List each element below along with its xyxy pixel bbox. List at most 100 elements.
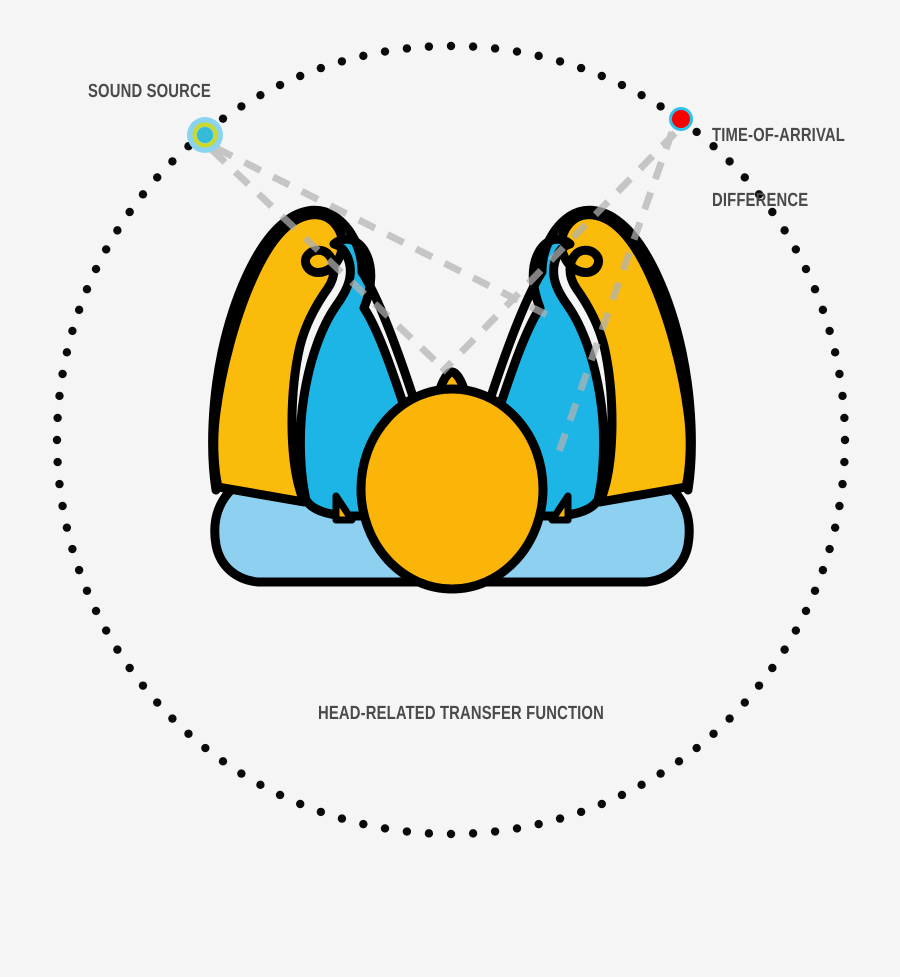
circle-dot xyxy=(82,586,92,595)
circle-dot xyxy=(555,57,565,66)
head-shape xyxy=(356,384,548,594)
circle-dot xyxy=(380,824,390,833)
circle-dot xyxy=(692,127,701,137)
circle-dot xyxy=(490,44,500,53)
circle-dot xyxy=(296,799,305,809)
circle-dot xyxy=(617,80,627,90)
circle-dot xyxy=(53,457,62,467)
circle-dot xyxy=(446,829,456,839)
circle-dot xyxy=(830,523,840,532)
circle-dot xyxy=(55,479,64,489)
circle-dot xyxy=(534,819,543,829)
circle-dot xyxy=(446,41,456,51)
time-of-arrival-marker[interactable] xyxy=(669,107,693,131)
circle-dot xyxy=(91,264,101,274)
circle-dot xyxy=(82,285,92,294)
sound-source-ring xyxy=(192,122,218,148)
circle-dot xyxy=(138,190,148,199)
circle-dot xyxy=(810,586,820,595)
circle-dot xyxy=(617,790,627,800)
circle-dot xyxy=(838,479,847,489)
left-ear-outer xyxy=(209,210,347,507)
circle-dot xyxy=(840,435,850,445)
circle-dot xyxy=(801,606,811,616)
propagation-circle xyxy=(52,41,850,839)
circle-dot xyxy=(754,681,764,690)
circle-dot xyxy=(101,626,111,635)
circle-dot xyxy=(825,326,834,336)
circle-dot xyxy=(754,190,764,199)
circle-dot xyxy=(791,245,801,254)
circle-dot xyxy=(113,226,122,235)
circle-dot xyxy=(402,44,412,53)
circle-dot xyxy=(275,790,285,800)
circle-dot xyxy=(424,829,434,838)
sound-source-inner-dot xyxy=(197,127,213,143)
hrtf-caption: HEAD-RELATED TRANSFER FUNCTION xyxy=(318,703,604,724)
circle-dot xyxy=(709,729,718,738)
listener-figure xyxy=(208,205,696,594)
circle-dot xyxy=(801,264,811,274)
circle-dot xyxy=(512,47,522,56)
circle-dot xyxy=(275,80,285,90)
circle-dot xyxy=(709,142,718,151)
right-neck-notch xyxy=(548,492,572,524)
circle-dot xyxy=(490,827,500,836)
circle-dot xyxy=(468,42,478,51)
circle-dot xyxy=(125,207,134,217)
circle-dot xyxy=(184,729,193,738)
circle-dot xyxy=(101,245,111,254)
circle-dot xyxy=(656,102,665,111)
circle-dot xyxy=(74,565,84,575)
circle-dot xyxy=(840,413,849,423)
left-neck-notch xyxy=(332,492,356,524)
circle-dot xyxy=(740,698,749,707)
toa-inner-dot xyxy=(672,110,690,128)
circle-dot xyxy=(424,42,434,51)
sound-ray-paths xyxy=(209,130,678,462)
circle-dot xyxy=(168,714,177,723)
circle-dot xyxy=(838,391,847,401)
circle-dot xyxy=(74,305,84,315)
circle-dot xyxy=(256,780,265,790)
circle-dot xyxy=(296,71,305,81)
circle-dot xyxy=(138,681,148,690)
circle-dot xyxy=(125,663,134,673)
circle-dot xyxy=(637,90,646,100)
circle-dot xyxy=(53,413,62,423)
sound-source-label: SOUND SOURCE xyxy=(88,81,211,102)
circle-dot xyxy=(58,369,67,379)
ray-toad-to-left-ear xyxy=(439,130,678,375)
circle-dot xyxy=(840,457,849,467)
circle-dot xyxy=(337,57,347,66)
circle-dot xyxy=(692,743,701,753)
circle-dot xyxy=(237,102,246,111)
circle-dot xyxy=(810,285,820,294)
sound-source-marker[interactable] xyxy=(187,117,223,153)
circle-dot xyxy=(468,829,478,838)
circle-dot xyxy=(52,435,62,445)
circle-dot xyxy=(113,645,122,654)
circle-dot xyxy=(359,51,368,61)
circle-dot xyxy=(534,51,543,61)
circle-dot xyxy=(153,173,162,182)
ray-source-to-left-ear xyxy=(209,147,450,375)
circle-dot xyxy=(674,757,684,766)
circle-dot xyxy=(168,157,177,166)
circle-dot xyxy=(791,626,801,635)
right-ear-outer xyxy=(557,210,695,507)
circle-dot xyxy=(818,565,828,575)
circle-dot xyxy=(218,114,228,123)
circle-dot xyxy=(835,369,844,379)
circle-dot xyxy=(768,207,777,217)
circle-dot xyxy=(576,807,586,817)
circle-dot xyxy=(780,645,789,654)
circle-dot xyxy=(62,523,72,532)
circle-dot xyxy=(359,819,368,829)
circle-dot xyxy=(768,663,777,673)
time-of-arrival-label-line1: TIME-OF-ARRIVAL xyxy=(712,124,845,146)
circle-dot xyxy=(740,173,749,182)
time-of-arrival-label: TIME-OF-ARRIVAL DIFFERENCE xyxy=(712,81,845,256)
circle-dot xyxy=(337,814,347,823)
